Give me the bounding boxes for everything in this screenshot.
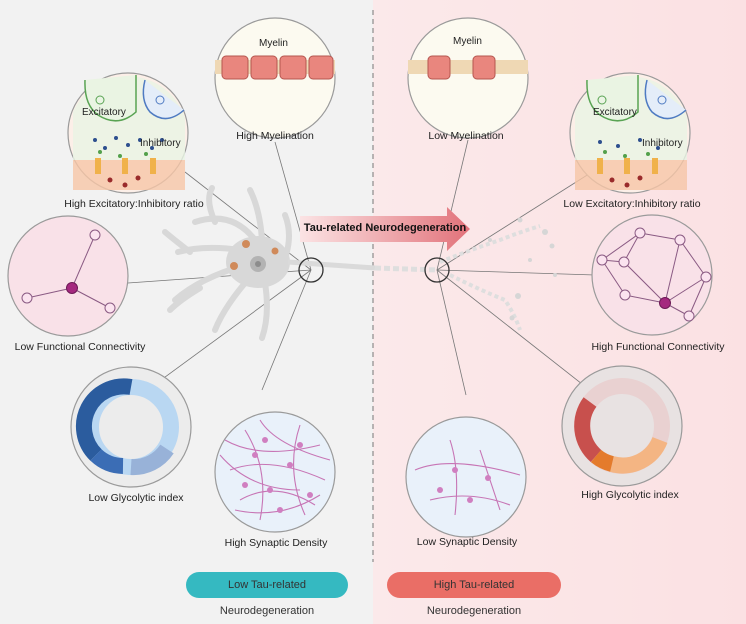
left-excitatory-word: Excitatory (82, 107, 126, 118)
left-myelin-word: Myelin (259, 38, 288, 49)
right-connectivity-circle (591, 214, 713, 336)
legend-low-pill: Low Tau-related Neurodegeneration (186, 572, 348, 617)
left-ei-ratio-label: High Excitatory:Inhibitory ratio (64, 198, 204, 210)
right-myelination-label: Low Myelination (428, 130, 504, 142)
left-ei-circle (67, 72, 189, 194)
right-connectivity-label: High Functional Connectivity (591, 341, 725, 353)
right-ei-circle (569, 72, 691, 194)
right-connectors (436, 139, 597, 396)
left-inhibitory-word: Inhibitory (140, 138, 181, 149)
arrow-label: Tau-related Neurodegeneration (303, 222, 467, 234)
left-glycolytic-circle (70, 366, 192, 488)
diagram-canvas (7, 10, 713, 562)
right-zoom-marker (424, 257, 450, 283)
right-glycolytic-label: High Glycolytic index (581, 489, 679, 501)
right-glycolytic-circle (561, 365, 683, 487)
right-myelin-circle (407, 17, 529, 139)
left-synaptic-circle (214, 411, 336, 533)
healthy-neuron-icon (162, 185, 376, 341)
left-synaptic-label: High Synaptic Density (224, 537, 328, 549)
right-synaptic-circle (405, 416, 527, 538)
degenerating-neuron-icon (374, 217, 557, 331)
left-glycolytic-label: Low Glycolytic index (88, 492, 184, 504)
legend-high-pill: High Tau-related Neurodegeneration (387, 572, 561, 617)
left-myelination-label: High Myelination (236, 130, 314, 142)
progression-arrow (300, 207, 470, 251)
left-zoom-marker (298, 257, 324, 283)
left-myelin-circle (214, 17, 336, 139)
right-excitatory-word: Excitatory (593, 107, 637, 118)
right-inhibitory-word: Inhibitory (642, 138, 683, 149)
left-connectivity-circle (7, 215, 129, 337)
right-ei-ratio-label: Low Excitatory:Inhibitory ratio (563, 198, 701, 210)
right-synaptic-label: Low Synaptic Density (416, 536, 518, 548)
right-myelin-word: Myelin (453, 36, 482, 47)
left-connectivity-label: Low Functional Connectivity (14, 341, 146, 353)
